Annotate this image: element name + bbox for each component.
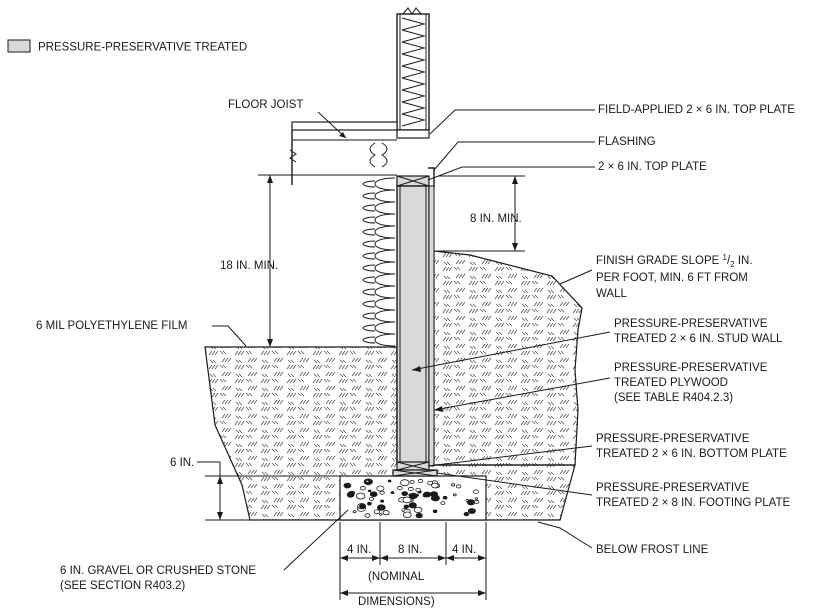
- soil-exterior: [433, 250, 583, 466]
- gravel-stone: [432, 509, 438, 514]
- label-plywood-3: (SEE TABLE R404.2.3): [614, 392, 733, 404]
- flashing: [428, 167, 435, 188]
- gravel-stone: [413, 506, 423, 513]
- gravel-stone: [365, 479, 370, 483]
- dim-8-in-min: 8 IN. MIN.: [470, 213, 522, 225]
- gravel-stone: [368, 489, 372, 493]
- gravel-stone: [467, 508, 476, 514]
- dim-18-in-min: 18 IN. MIN.: [220, 260, 278, 272]
- label-poly-film: 6 MIL POLYETHYLENE FILM: [36, 320, 187, 332]
- gravel-stone: [407, 486, 414, 492]
- dim-6-in: 6 IN.: [170, 457, 194, 469]
- gravel-stone: [397, 485, 403, 491]
- gravel-stone: [440, 501, 446, 505]
- gravel-stone: [402, 496, 412, 504]
- label-floor-joist: FLOOR JOIST: [228, 99, 303, 111]
- gravel-stone: [347, 490, 355, 496]
- gravel-stone: [401, 491, 409, 497]
- stud-wall: [396, 185, 430, 465]
- gravel-stone: [380, 499, 385, 503]
- gravel-stone: [422, 494, 427, 498]
- gravel-stones: [343, 478, 480, 519]
- gravel-stone: [387, 479, 392, 483]
- gravel-stone: [442, 495, 448, 500]
- gravel-stone: [402, 511, 412, 518]
- gravel-stone: [455, 484, 462, 489]
- gravel-stone: [358, 503, 366, 509]
- gravel-stone: [415, 512, 423, 519]
- gravel-stone: [356, 492, 366, 500]
- gravel-stone: [352, 510, 357, 514]
- gravel-stone: [417, 478, 424, 483]
- subfloor: [291, 121, 398, 131]
- gravel-stone: [450, 483, 456, 487]
- gravel-stone: [376, 504, 386, 511]
- gravel-stone: [429, 491, 438, 498]
- dim-8-in: 8 IN.: [398, 544, 422, 556]
- gravel-stone: [390, 491, 395, 495]
- label-field-top-plate: FIELD-APPLIED 2 × 6 IN. TOP PLATE: [598, 104, 795, 116]
- gravel-stone: [359, 485, 366, 491]
- gravel-stone: [382, 510, 390, 516]
- label-stud-wall-1: PRESSURE-PRESERVATIVE: [614, 318, 768, 330]
- label-flashing: FLASHING: [598, 136, 656, 148]
- plywood-sheathing: [428, 185, 435, 467]
- wall-insulation: [362, 177, 396, 347]
- gravel-stone: [474, 499, 480, 504]
- gravel-stone: [466, 499, 476, 506]
- gravel-stone: [376, 485, 385, 492]
- label-stud-wall-2: TREATED 2 × 6 IN. STUD WALL: [614, 333, 783, 345]
- dim-4-in-right: 4 IN.: [452, 544, 476, 556]
- dim-4-in-left: 4 IN.: [347, 544, 371, 556]
- joist-break: [289, 149, 297, 163]
- gravel-stone: [408, 502, 417, 509]
- gravel-stone: [364, 513, 371, 518]
- gravel-stone: [403, 504, 409, 509]
- gravel-stone: [379, 490, 385, 495]
- gravel-stone: [379, 513, 383, 516]
- gravel-stone: [368, 497, 375, 501]
- gravel-stone: [431, 482, 439, 489]
- upper-wall-insulation: [401, 17, 426, 127]
- label-top-plate: 2 × 6 IN. TOP PLATE: [598, 161, 707, 173]
- nominal-label-2: DIMENSIONS): [358, 596, 435, 608]
- label-plywood-1: PRESSURE-PRESERVATIVE: [614, 362, 768, 374]
- gravel-stone: [415, 487, 421, 492]
- field-top-plate: [396, 129, 430, 139]
- gravel-stone: [400, 479, 410, 487]
- label-plywood-2: TREATED PLYWOOD: [614, 377, 728, 389]
- label-grade-1: FINISH GRADE SLOPE 1/2 IN.: [596, 253, 753, 269]
- label-grade-2: PER FOOT, MIN. 6 FT FROM: [596, 272, 748, 284]
- label-bottom-plate-2: TREATED 2 × 6 IN. BOTTOM PLATE: [596, 448, 787, 460]
- label-footing-plate-2: TREATED 2 × 8 IN. FOOTING PLATE: [596, 497, 790, 509]
- legend-label: PRESSURE-PRESERVATIVE TREATED: [38, 42, 247, 54]
- label-frost-line: BELOW FROST LINE: [596, 544, 709, 556]
- break-symbol: [402, 7, 422, 15]
- label-gravel-1: 6 IN. GRAVEL OR CRUSHED STONE: [60, 565, 256, 577]
- nominal-label-1: (NOMINAL: [368, 571, 425, 583]
- label-grade-3: WALL: [596, 288, 627, 300]
- floor-insulation: [369, 142, 388, 168]
- gravel-stone: [472, 489, 479, 494]
- gravel-stone: [408, 492, 418, 500]
- gravel-stone: [409, 479, 415, 484]
- gravel-stone: [369, 491, 378, 498]
- gravel-stone: [367, 501, 372, 506]
- gravel-stone: [373, 509, 380, 515]
- gravel-stone: [452, 493, 457, 497]
- gravel-stone: [463, 511, 470, 517]
- label-bottom-plate-1: PRESSURE-PRESERVATIVE: [596, 433, 750, 445]
- label-footing-plate-1: PRESSURE-PRESERVATIVE: [596, 482, 750, 494]
- gravel-stone: [474, 497, 479, 500]
- gravel-stone: [343, 482, 352, 489]
- label-gravel-2: (SEE SECTION R403.2): [60, 580, 185, 592]
- legend-swatch: [7, 39, 31, 53]
